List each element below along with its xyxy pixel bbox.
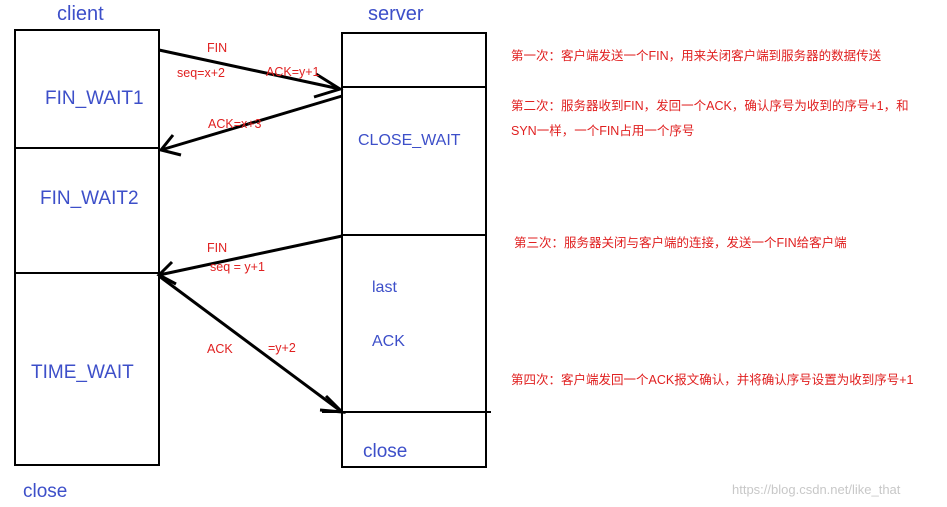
note-step-1: 第一次：客户端发送一个FIN，用来关闭客户端到服务器的数据传送 [511,48,882,63]
message-3-arrow [158,234,343,277]
message-1-arrowhead [313,72,344,99]
message-3-arrowhead [156,260,177,286]
server-close-label: close [363,441,407,462]
message-2-arrow [160,94,343,152]
client-box [14,29,160,466]
note-step-2: 第二次：服务器收到FIN，发回一个ACK，确认序号为收到的序号+1，和 [511,98,909,113]
message-1-label-fin: FIN [207,41,227,55]
message-2-label-ack: ACK=x+3 [208,117,262,131]
client-state-fin-wait2: FIN_WAIT2 [40,188,139,209]
note-step-4: 第四次：客户端发回一个ACK报文确认，并将确认序号设置为收到序号+1 [511,372,914,387]
note-step-2-cont: SYN一样，一个FIN占用一个序号 [511,123,694,138]
message-4-arrow [158,274,343,414]
message-2-arrowhead [158,134,182,157]
server-state-close-wait: CLOSE_WAIT [358,132,461,149]
server-box [341,32,487,468]
message-1-label-seq: seq=x+2 [177,66,225,80]
server-state-ack: ACK [372,333,405,350]
client-state-fin-wait1: FIN_WAIT1 [45,88,144,109]
server-title: server [368,3,424,25]
message-4-label-seq: =y+2 [268,341,296,355]
server-state-last: last [372,279,397,296]
message-3-label-fin: FIN [207,241,227,255]
message-1-arrow [158,48,341,91]
message-3-label-seq: seq = y+1 [210,260,265,274]
client-close-label: close [23,481,67,502]
client-state-time-wait: TIME_WAIT [31,362,134,383]
message-4-arrowhead [319,394,346,414]
message-1-label-ack: ACK=y+1 [266,65,320,79]
note-step-3: 第三次：服务器关闭与客户端的连接，发送一个FIN给客户端 [514,235,847,250]
message-4-label-ack: ACK [207,342,233,356]
client-title: client [57,3,104,25]
watermark: https://blog.csdn.net/like_that [732,482,901,497]
